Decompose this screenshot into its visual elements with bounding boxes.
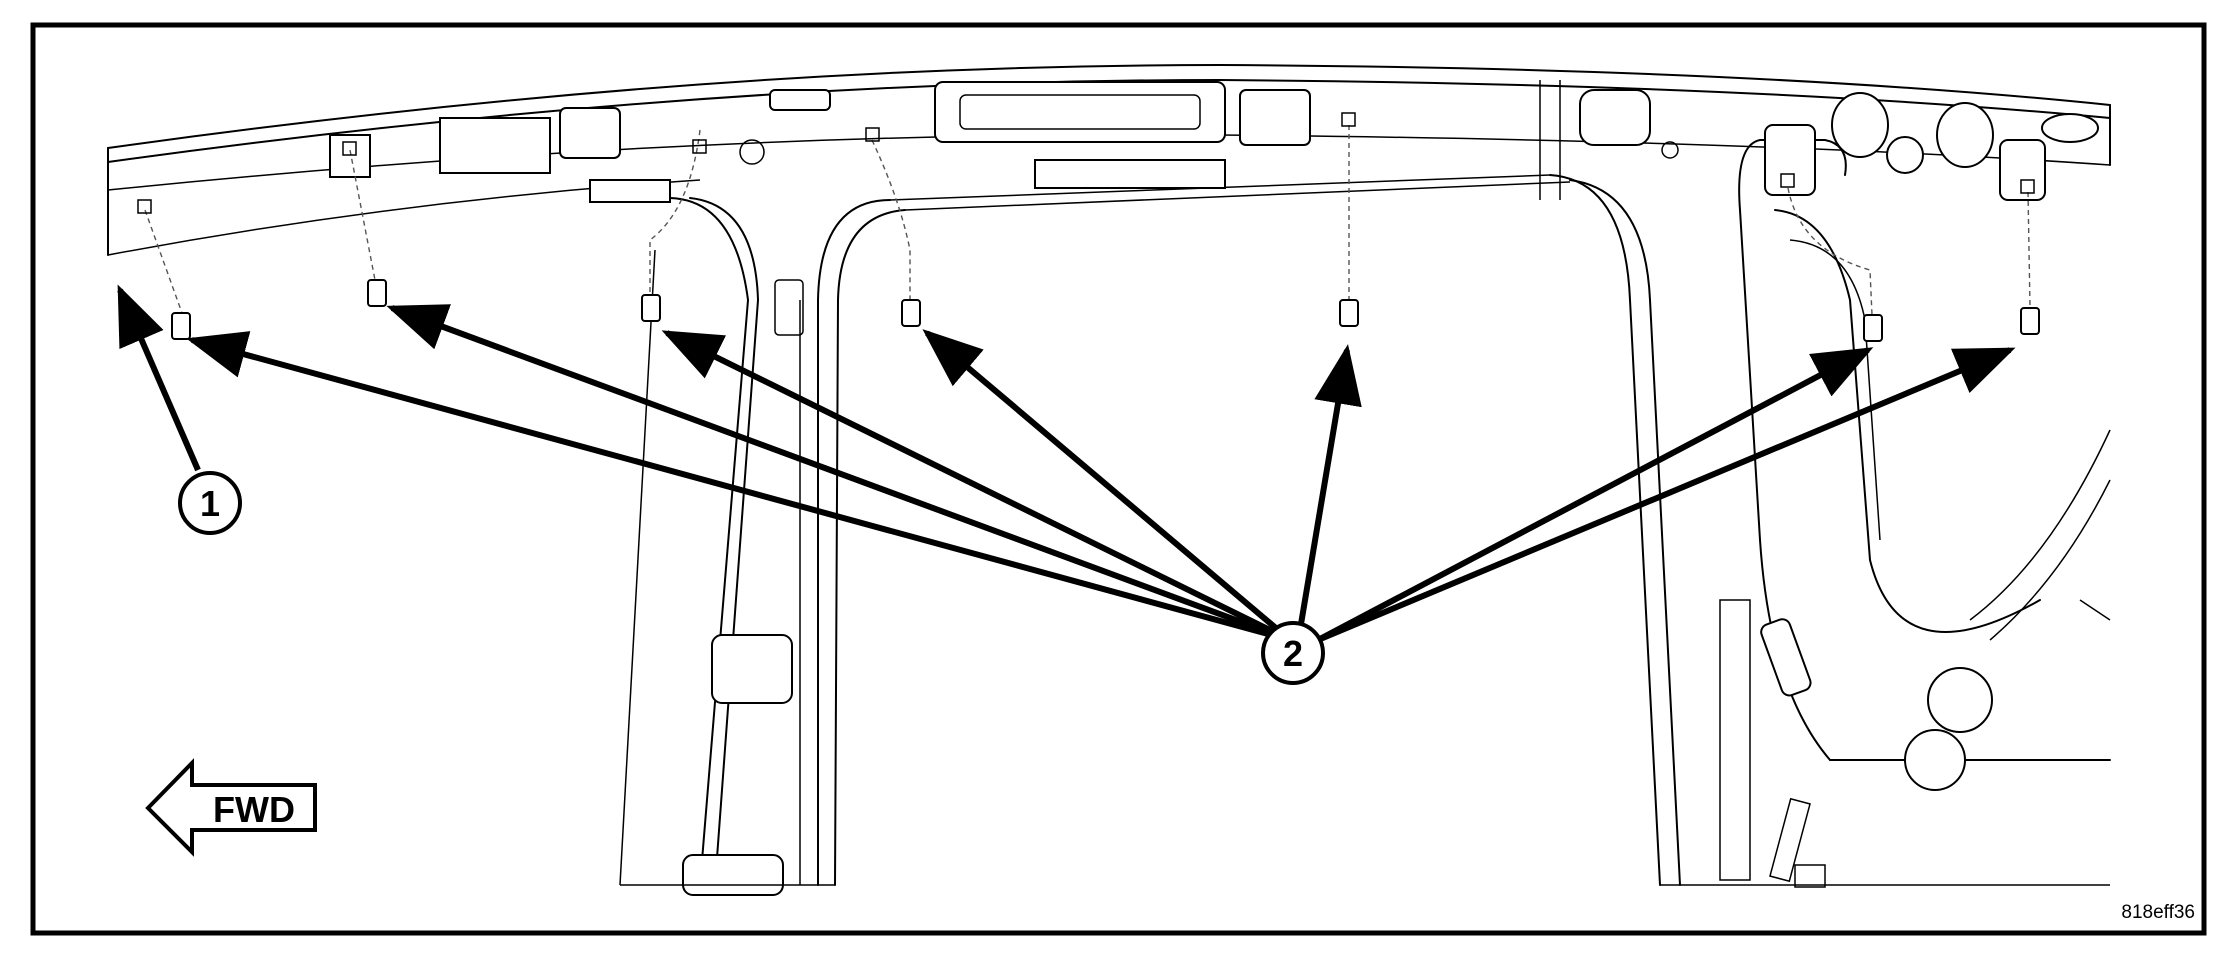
leader-arrow-2d [922,329,1292,643]
leader-arrow-2b [386,304,1292,643]
leader-arrow-2a [186,331,1291,643]
roof-panel [107,64,2111,896]
callout-2-label: 2 [1283,633,1303,674]
leader-arrow-1 [117,284,201,472]
leader-arrow-2c [661,330,1292,643]
fwd-label: FWD [213,789,295,830]
leader-arrow-2f [1316,347,1874,643]
callout-1: 1 [178,471,242,535]
forward-direction-indicator: FWD [145,758,317,857]
clip-locations [137,112,2040,342]
leader-arrow-2g [1316,347,2016,643]
callout-1-label: 1 [200,483,220,524]
figure-code: 818eff36 [2121,902,2195,923]
callout-2: 2 [1261,621,1325,685]
diagram-frame [30,22,2207,936]
leader-arrow-2e [1297,344,1362,631]
leader-arrows [117,284,2016,643]
